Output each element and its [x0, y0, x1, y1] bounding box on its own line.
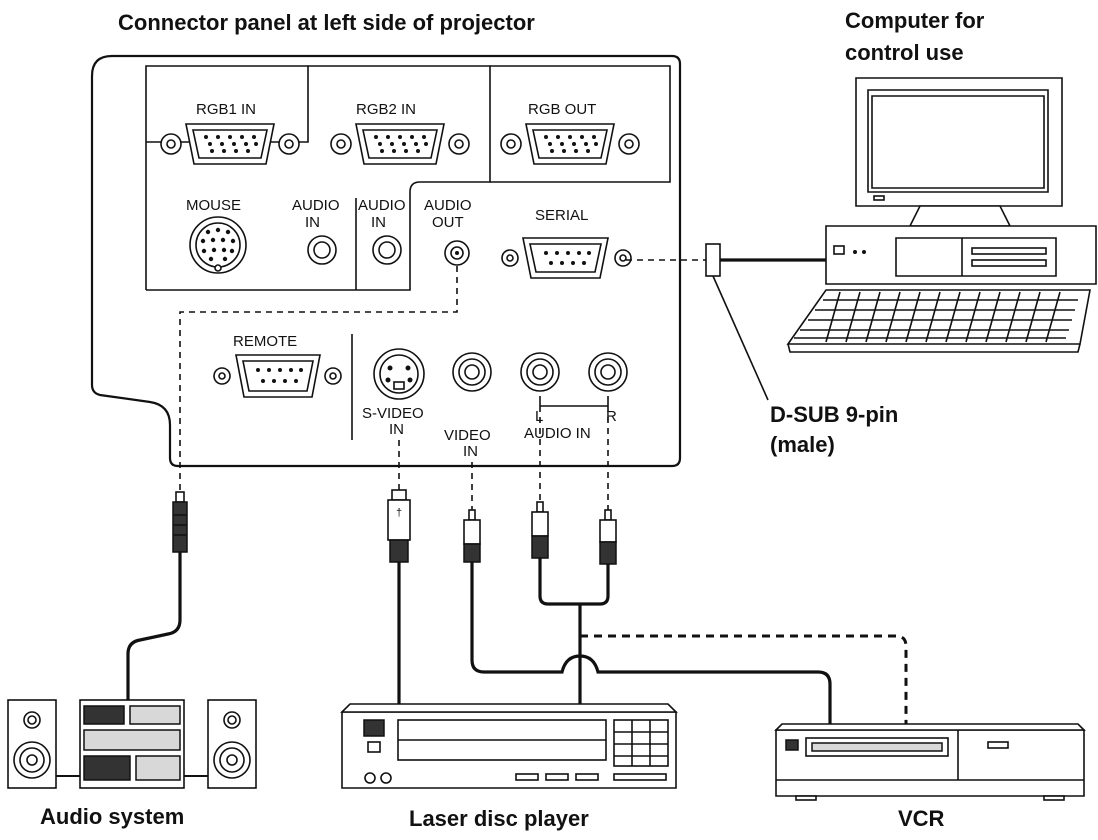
- rgb1-in-label: RGB1 IN: [196, 101, 256, 118]
- computer-illustration: [786, 77, 1097, 353]
- diagram-title: Connector panel at left side of projecto…: [118, 10, 535, 35]
- video-in-jack[interactable]: [452, 352, 492, 392]
- audio-in-2-label-line1: AUDIO: [358, 197, 406, 214]
- audio-in-2-jack[interactable]: [372, 235, 402, 265]
- svg-text:†: †: [396, 507, 402, 519]
- audio-lr-cable-loop: [538, 558, 610, 606]
- rgb-out-label: RGB OUT: [528, 101, 596, 118]
- serial-label: SERIAL: [535, 207, 588, 224]
- audio-in-1-label-line2: IN: [305, 214, 320, 231]
- audio-in-l-jack[interactable]: [520, 352, 560, 392]
- laser-disc-player-illustration: [340, 703, 678, 789]
- audio-lr-vcr-dashed-cable: [580, 634, 908, 730]
- remote-port[interactable]: [213, 354, 342, 398]
- audio-r-label: R: [606, 408, 617, 425]
- audio-out-jack[interactable]: [444, 240, 470, 266]
- computer-label-line2: control use: [845, 40, 964, 65]
- audio-in-1-label-line1: AUDIO: [292, 197, 340, 214]
- audio-system-cable: [126, 552, 182, 700]
- mouse-label: MOUSE: [186, 197, 241, 214]
- audio-l-plug: [531, 501, 549, 559]
- computer-label-line1: Computer for: [845, 8, 985, 33]
- rgb2-in-port[interactable]: [330, 123, 470, 165]
- dsub-label-line1: D-SUB 9-pin: [770, 402, 898, 427]
- rgb-out-port[interactable]: [500, 123, 640, 165]
- panel-section-rgb2: [146, 65, 491, 291]
- rgb2-in-label: RGB2 IN: [356, 101, 416, 118]
- audio-in-1-jack[interactable]: [307, 235, 337, 265]
- laser-disc-player-label: Laser disc player: [409, 806, 589, 831]
- s-video-in-label-line1: S-VIDEO: [362, 405, 424, 422]
- audio-r-plug: [599, 509, 617, 565]
- s-video-plug: †: [387, 489, 411, 563]
- audio-out-label-line2: OUT: [432, 214, 464, 231]
- dsub-label-line2: (male): [770, 432, 835, 457]
- video-in-label-line1: VIDEO: [444, 427, 491, 444]
- rgb1-in-port[interactable]: [160, 123, 300, 165]
- dsub-callout-line: [712, 275, 769, 401]
- video-plug: [463, 509, 481, 563]
- video-in-label-line2: IN: [463, 443, 478, 460]
- vcr-label: VCR: [898, 806, 945, 831]
- audio-in-r-jack[interactable]: [588, 352, 628, 392]
- audio-system-label: Audio system: [40, 804, 184, 829]
- audio-out-dashed-cable: [179, 266, 458, 490]
- dsub-connector: [705, 243, 721, 277]
- remote-label: REMOTE: [233, 333, 297, 350]
- mouse-port[interactable]: [189, 216, 247, 274]
- panel-section-rgbout: [490, 65, 671, 183]
- mini-plug: [172, 491, 188, 553]
- audio-system-illustration: [7, 699, 257, 789]
- s-video-in-label-line2: IN: [389, 421, 404, 438]
- audio-l-label: L: [535, 408, 543, 425]
- vcr-illustration: [774, 723, 1086, 801]
- serial-port[interactable]: [501, 237, 632, 279]
- audio-in-lr-label: AUDIO IN: [524, 425, 591, 442]
- audio-in-2-label-line2: IN: [371, 214, 386, 231]
- audio-out-label-line1: AUDIO: [424, 197, 472, 214]
- s-video-in-port[interactable]: [373, 348, 425, 400]
